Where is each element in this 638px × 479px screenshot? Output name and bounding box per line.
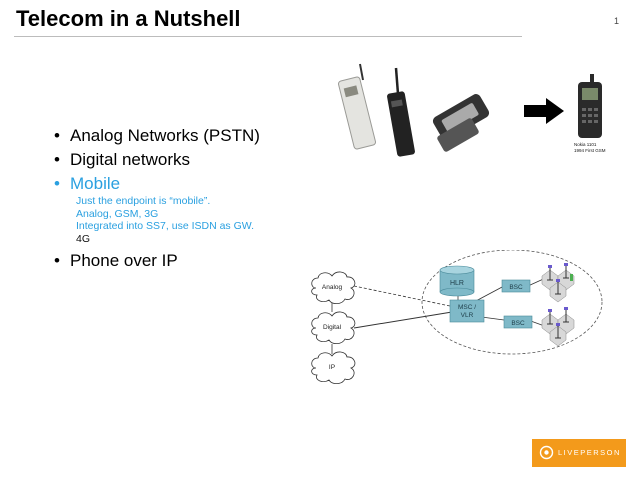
mobile-sub-list: Just the endpoint is “mobile”. Analog, G… <box>76 195 354 245</box>
sub-bullet: Just the endpoint is “mobile”. <box>76 195 211 207</box>
analog-cloud: Analog <box>311 271 356 305</box>
msc-vlr-node: MSC / VLR <box>449 299 485 323</box>
nokia-phone-icon <box>578 74 602 138</box>
bsc-node-bottom: BSC <box>503 315 533 329</box>
svg-text:VLR: VLR <box>461 312 474 319</box>
cell-cluster-top <box>541 262 575 303</box>
mobile-phones-image <box>338 63 490 157</box>
title-divider <box>14 36 522 37</box>
hlr-node: HLR <box>439 265 475 297</box>
bullet-phone-over-ip: Phone over IP <box>54 249 354 273</box>
bullet-analog-networks: Analog Networks (PSTN) <box>54 124 354 148</box>
liveperson-logo: LIVEPERSON <box>532 439 626 467</box>
black-brick-phone-icon <box>387 67 415 157</box>
brick-phone-icon <box>338 63 377 150</box>
svg-text:IP: IP <box>329 364 335 371</box>
nokia-caption: Nokia 1101 1994 First GSM <box>574 142 606 153</box>
sub-bullet: Integrated into SS7, use ISDN as GW. <box>76 220 255 232</box>
digital-link <box>353 311 453 329</box>
digital-cloud: Digital <box>311 311 356 345</box>
bullet-digital-networks: Digital networks <box>54 148 354 172</box>
ip-cloud: IP <box>311 351 356 385</box>
svg-text:Digital: Digital <box>323 324 342 331</box>
right-arrow-icon <box>524 98 564 124</box>
slide-number: 1 <box>614 16 620 26</box>
sub-bullet: 4G <box>76 232 91 245</box>
network-diagram: Analog Digital IP HLR MSC / VLR BSC <box>311 250 603 385</box>
svg-text:MSC /: MSC / <box>458 304 476 311</box>
bullet-mobile: Mobile <box>54 172 354 196</box>
svg-text:BSC: BSC <box>511 320 525 327</box>
sub-bullet: Analog, GSM, 3G <box>76 207 159 220</box>
analog-link <box>353 285 451 307</box>
svg-text:BSC: BSC <box>509 284 523 291</box>
logo-mark-icon <box>539 445 554 460</box>
svg-text:HLR: HLR <box>450 280 464 287</box>
bsc-node-top: BSC <box>501 279 531 293</box>
flip-phone-icon <box>432 94 490 152</box>
slide-title: Telecom in a Nutshell <box>16 6 241 31</box>
logo-text: LIVEPERSON <box>558 448 621 457</box>
svg-text:Analog: Analog <box>322 284 343 291</box>
bullet-list: Analog Networks (PSTN) Digital networks … <box>54 124 354 273</box>
cell-cluster-bottom <box>541 306 575 347</box>
mobile-network-boundary <box>421 250 603 355</box>
